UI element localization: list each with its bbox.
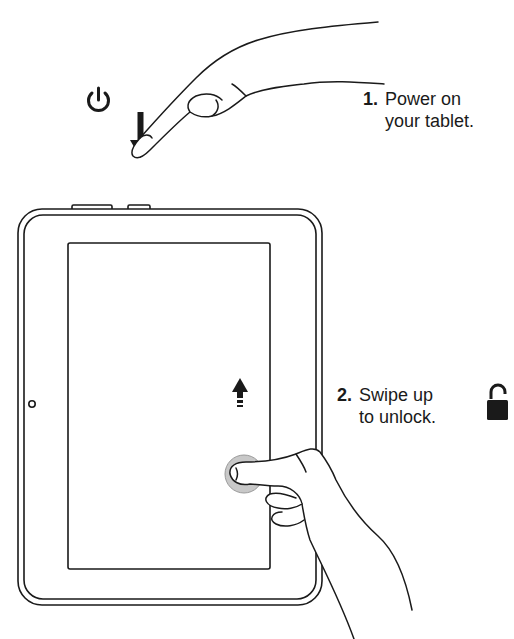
step-number: 1.: [363, 88, 378, 110]
tablet-bezel: [24, 215, 316, 599]
unlock-icon: [487, 385, 508, 420]
swipe-arrow: [232, 378, 248, 407]
step-instruction: Swipe up to unlock.: [359, 384, 451, 428]
tablet-body: [18, 209, 322, 605]
step-instruction: Power on your tablet.: [385, 88, 491, 132]
swiping-hand: [230, 449, 412, 639]
step-number: 2.: [337, 384, 352, 406]
camera: [29, 401, 35, 407]
pressing-hand: [132, 22, 384, 158]
tablet-screen: [68, 243, 270, 569]
power-icon: [89, 88, 109, 111]
